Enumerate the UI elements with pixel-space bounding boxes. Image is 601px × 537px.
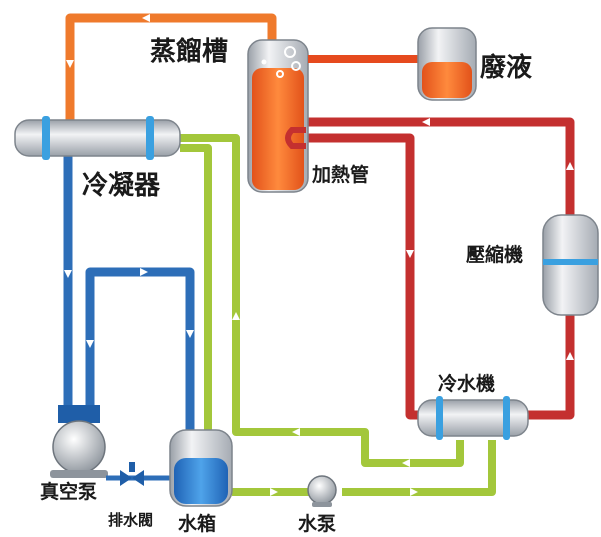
waste-liquid-pipe: [308, 55, 422, 63]
distillation-tank: [247, 39, 309, 193]
vapor-flow-arrows: [66, 14, 150, 68]
vacuum-pump: [50, 405, 108, 478]
label-drain-valve: 排水閥: [108, 511, 153, 529]
label-chiller: 冷水機: [438, 372, 495, 395]
label-waste: 廢液: [480, 52, 532, 83]
water-tank: [169, 429, 233, 507]
condenser: [14, 116, 181, 160]
drain-valve: [106, 462, 170, 486]
label-compressor: 壓縮機: [466, 243, 523, 266]
compressor: [542, 214, 599, 316]
label-water-tank: 水箱: [178, 512, 216, 535]
water-pump: [307, 475, 337, 507]
label-distiller: 蒸餾槽: [150, 36, 228, 67]
chiller: [417, 396, 529, 440]
label-water-pump: 水泵: [298, 513, 336, 535]
heating-coil: [285, 127, 306, 149]
refrigerant-flow-arrows: [406, 118, 574, 360]
label-condenser: 冷凝器: [82, 170, 161, 201]
vapor-pipe: [65, 13, 277, 125]
cooling-flow-arrows: [232, 312, 418, 496]
condensate-flow-arrows: [64, 268, 194, 348]
label-heater: 加熱管: [311, 163, 369, 186]
cooling-water-pipe: [180, 134, 496, 496]
waste-liquid-tank: [417, 27, 477, 101]
label-vacuum-pump: 真空泵: [40, 480, 97, 503]
